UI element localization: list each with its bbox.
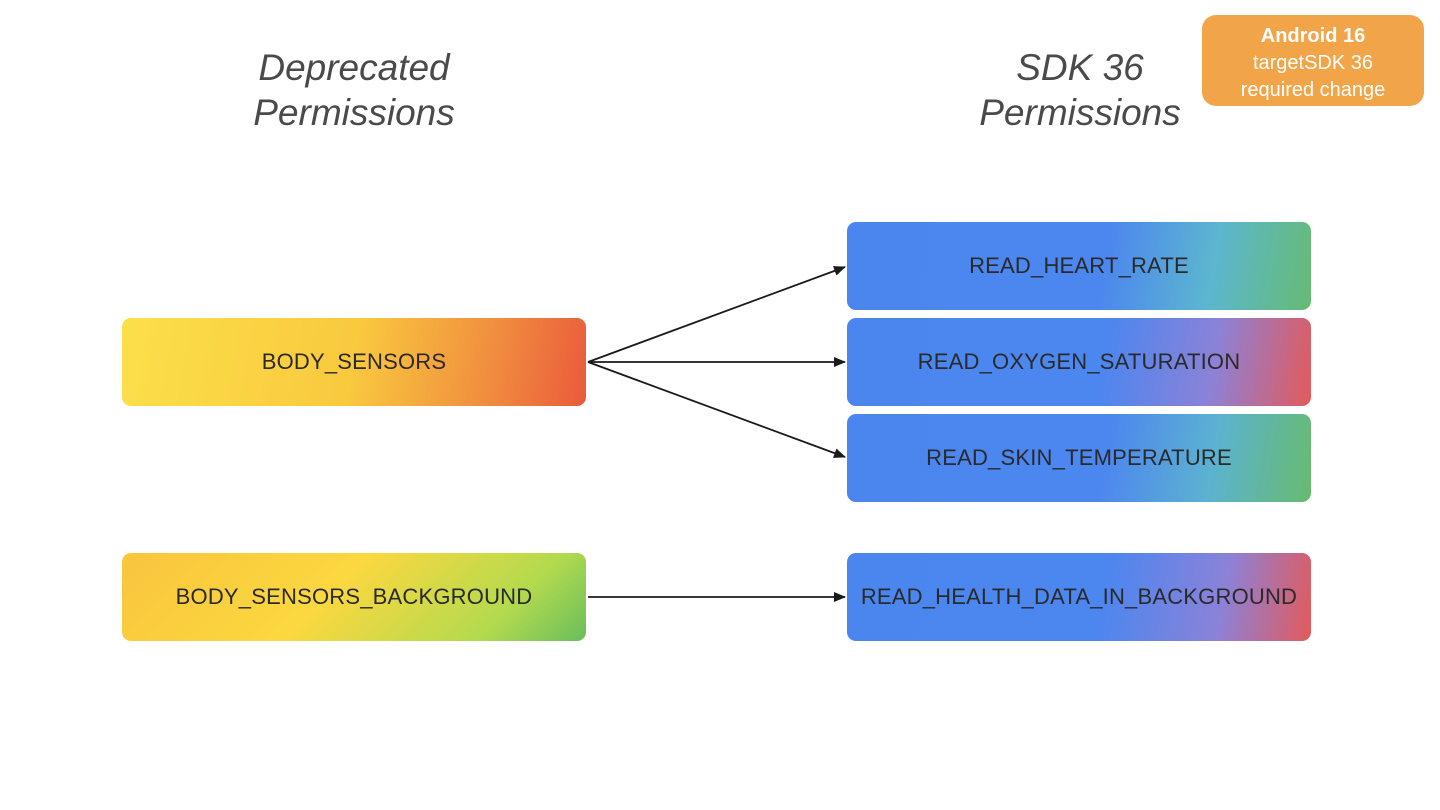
read-health-data-in-background-label: READ_HEALTH_DATA_IN_BACKGROUND bbox=[860, 584, 1298, 609]
arrow-body-sensors-to-heart-rate bbox=[587, 266, 846, 363]
heading-left-line1: Deprecated bbox=[258, 47, 450, 88]
read-heart-rate-label: READ_HEART_RATE bbox=[969, 253, 1189, 278]
android16-badge: Android 16 targetSDK 36 required change bbox=[1202, 15, 1424, 106]
read-skin-temperature-box: READ_SKIN_TEMPERATURE bbox=[847, 414, 1311, 502]
body-sensors-background-label: BODY_SENSORS_BACKGROUND bbox=[175, 584, 533, 609]
read-oxygen-saturation-box: READ_OXYGEN_SATURATION bbox=[847, 318, 1311, 406]
read-oxygen-saturation-label: READ_OXYGEN_SATURATION bbox=[917, 349, 1241, 374]
read-health-data-in-background-box: READ_HEALTH_DATA_IN_BACKGROUND bbox=[847, 553, 1311, 641]
sdk36-permissions-heading: SDK 36 Permissions bbox=[880, 45, 1280, 135]
body-sensors-background-box: BODY_SENSORS_BACKGROUND bbox=[122, 553, 586, 641]
heading-left-line2: Permissions bbox=[253, 92, 455, 133]
arrow-body-sensors-to-skin-temp bbox=[587, 361, 846, 458]
read-heart-rate-box: READ_HEART_RATE bbox=[847, 222, 1311, 310]
read-skin-temperature-label: READ_SKIN_TEMPERATURE bbox=[926, 445, 1232, 470]
heading-right-line1: SDK 36 bbox=[1016, 47, 1144, 88]
deprecated-permissions-heading: Deprecated Permissions bbox=[154, 45, 554, 135]
body-sensors-box: BODY_SENSORS bbox=[122, 318, 586, 406]
badge-line3: required change bbox=[1240, 79, 1386, 101]
body-sensors-label: BODY_SENSORS bbox=[261, 349, 447, 374]
badge-line2: targetSDK 36 bbox=[1252, 52, 1374, 74]
badge-line1: Android 16 bbox=[1260, 25, 1366, 47]
heading-right-line2: Permissions bbox=[979, 92, 1181, 133]
